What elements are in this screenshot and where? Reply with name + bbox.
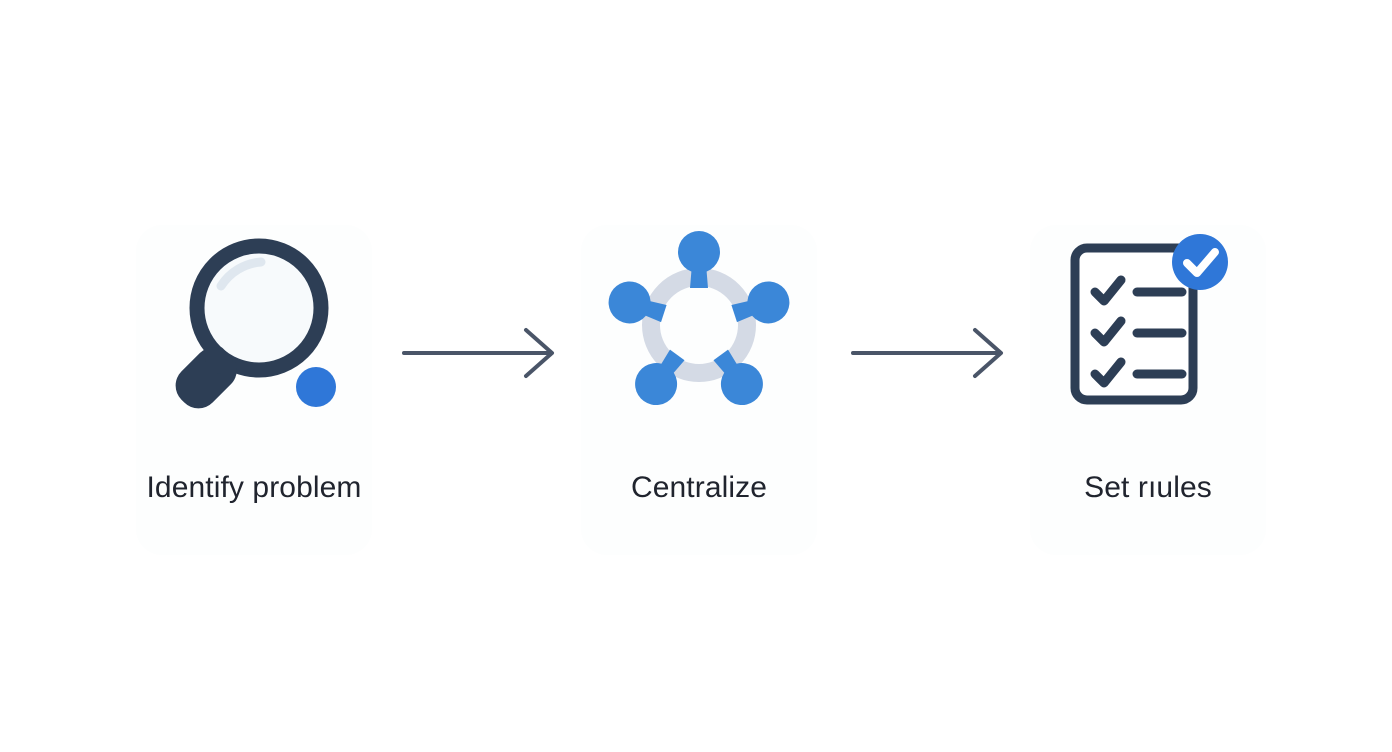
arrow-right-icon [851, 328, 1003, 378]
connector-arrow-2 [845, 327, 1045, 379]
arrow-right-icon [402, 328, 554, 378]
step-set-rules[interactable]: Set rıules [1030, 225, 1266, 555]
step-label-centralize: Centralize [630, 471, 768, 504]
checklist-icon [1070, 234, 1228, 405]
hub-network-icon [608, 231, 790, 406]
magnifier-icon-wrap [136, 225, 372, 425]
magnifier-icon [175, 238, 336, 409]
check-badge-icon [1183, 248, 1219, 277]
step-label-identify-problem: Identify problem [146, 471, 362, 504]
step-identify-problem[interactable]: Identify problem [136, 225, 372, 555]
hub-network-icon-wrap [581, 225, 817, 425]
step-label-set-rules: Set rıules [1084, 471, 1212, 504]
checklist-icon-wrap [1030, 225, 1266, 425]
connector-arrow-1 [396, 327, 596, 379]
step-centralize[interactable]: Centralize [581, 225, 817, 555]
